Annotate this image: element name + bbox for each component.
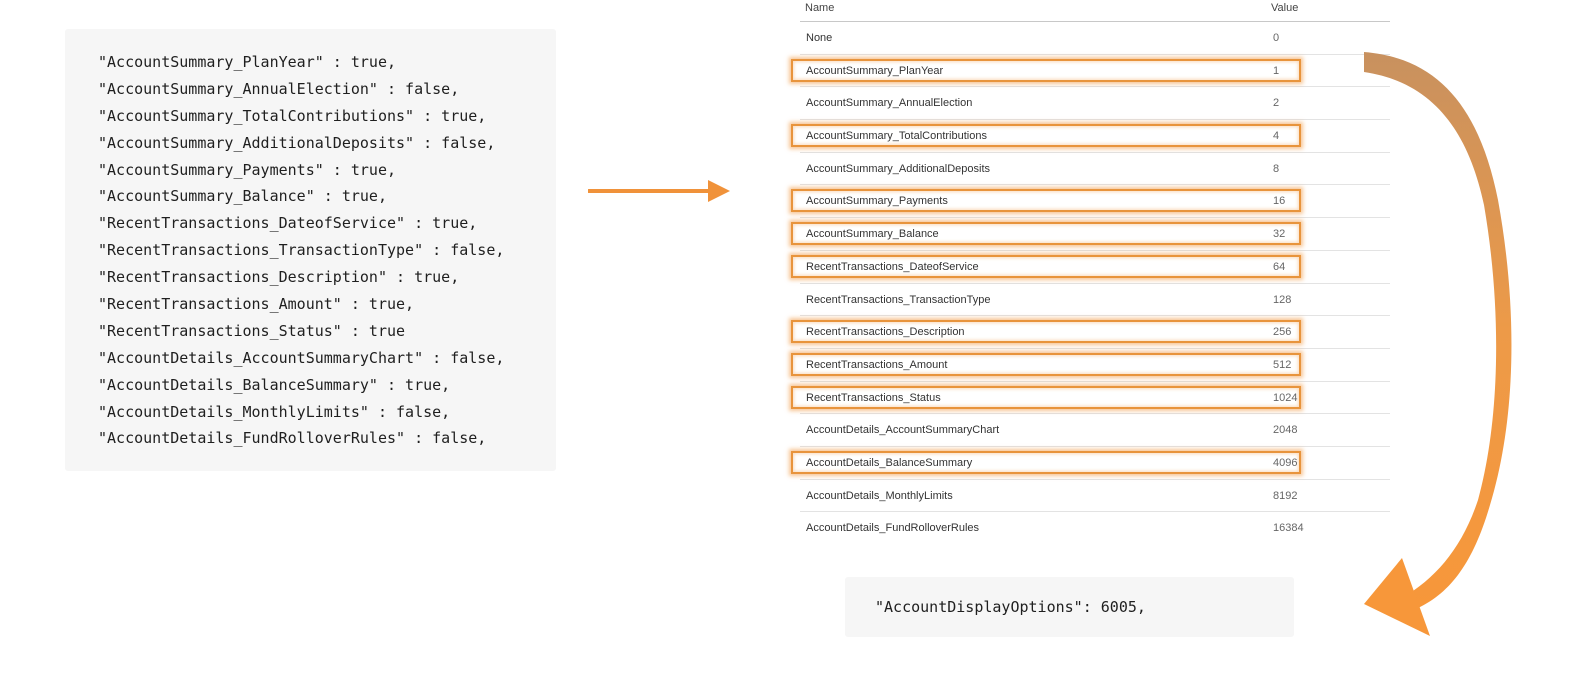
cell-flag-value: 512: [1273, 358, 1292, 371]
cell-flag-value: 32: [1273, 228, 1286, 241]
cell-flag-value: 2048: [1273, 424, 1298, 437]
table-row: AccountSummary_AdditionalDeposits 8: [800, 153, 1390, 186]
cell-flag-value: 8: [1273, 162, 1280, 175]
cell-flag-value: 2: [1273, 97, 1280, 110]
cell-flag-name: AccountSummary_Payments: [806, 195, 948, 208]
code-line: "AccountSummary_Balance" : true,: [98, 187, 387, 206]
table-row: AccountDetails_MonthlyLimits 8192: [800, 480, 1390, 513]
code-line: "AccountDetails_FundRolloverRules" : fal…: [98, 429, 487, 448]
table-row: None 0: [800, 22, 1390, 55]
table-row-highlighted: RecentTransactions_Amount 512: [791, 349, 1390, 382]
table-row: RecentTransactions_TransactionType 128: [800, 284, 1390, 317]
cell-flag-value: 4096: [1273, 456, 1298, 469]
code-line: "AccountDetails_MonthlyLimits" : false,: [98, 402, 451, 421]
cell-flag-name: RecentTransactions_Status: [806, 391, 941, 404]
code-line: "AccountSummary_TotalContributions" : tr…: [98, 106, 487, 125]
code-line: "RecentTransactions_Status" : true: [98, 321, 406, 340]
cell-flag-value: 128: [1273, 293, 1292, 306]
table-row: AccountDetails_AccountSummaryChart 2048: [800, 414, 1390, 447]
table-row-highlighted: RecentTransactions_DateofService 64: [791, 251, 1390, 284]
cell-flag-value: 8192: [1273, 489, 1298, 502]
cell-flag-value: 256: [1273, 326, 1292, 339]
cell-flag-value: 16: [1273, 195, 1286, 208]
table-row: AccountSummary_AnnualElection 2: [800, 87, 1390, 121]
column-header-name: Name: [805, 2, 835, 14]
code-line: "RecentTransactions_TransactionType" : f…: [98, 241, 505, 260]
arrow-right-icon: [588, 180, 730, 202]
code-line: "RecentTransactions_DateofService" : tru…: [98, 214, 478, 233]
cell-flag-name: AccountSummary_TotalContributions: [806, 130, 987, 143]
account-display-options-result: "AccountDisplayOptions": 6005,: [845, 577, 1294, 637]
code-line: "RecentTransactions_Description" : true,: [98, 268, 460, 287]
cell-flag-name: AccountSummary_AdditionalDeposits: [806, 162, 991, 175]
cell-flag-value: 1: [1273, 64, 1280, 77]
code-line: "AccountSummary_AnnualElection" : false,: [98, 79, 460, 98]
code-line: "AccountSummary_AdditionalDeposits" : fa…: [98, 133, 496, 152]
column-header-value: Value: [1271, 2, 1299, 14]
cell-flag-name: RecentTransactions_TransactionType: [806, 293, 991, 306]
table-row-highlighted: AccountSummary_Balance 32: [791, 218, 1390, 251]
code-line: "AccountSummary_PlanYear" : true,: [98, 53, 397, 71]
table-row-highlighted: AccountSummary_PlanYear 1: [791, 55, 1390, 88]
json-flags-code-block: "AccountSummary_PlanYear" : true, "Accoun…: [65, 29, 556, 471]
table-header: Name Value: [800, 0, 1390, 22]
code-line: "AccountSummary_Payments" : true,: [98, 160, 397, 179]
cell-flag-name: None: [806, 32, 833, 44]
cell-flag-name: RecentTransactions_DateofService: [806, 260, 979, 273]
cell-flag-value: 16384: [1273, 522, 1304, 535]
table-row-highlighted: AccountSummary_TotalContributions 4: [791, 120, 1390, 153]
cell-flag-name: AccountDetails_FundRolloverRules: [806, 522, 980, 535]
cell-flag-value: 0: [1273, 32, 1280, 44]
cell-flag-name: AccountSummary_AnnualElection: [806, 97, 973, 110]
cell-flag-name: AccountDetails_BalanceSummary: [806, 456, 973, 469]
table-row-highlighted: RecentTransactions_Status 1024: [791, 382, 1390, 415]
cell-flag-value: 4: [1273, 130, 1280, 143]
cell-flag-name: AccountSummary_PlanYear: [806, 64, 944, 77]
table-row: AccountDetails_FundRolloverRules 16384: [800, 512, 1390, 544]
code-line: "RecentTransactions_Amount" : true,: [98, 295, 415, 314]
table-row-highlighted: AccountSummary_Payments 16: [791, 185, 1390, 219]
table-row-highlighted: RecentTransactions_Description 256: [791, 316, 1390, 349]
cell-flag-name: AccountDetails_MonthlyLimits: [806, 489, 953, 502]
cell-flag-value: 1024: [1273, 391, 1298, 404]
cell-flag-name: RecentTransactions_Amount: [806, 358, 948, 371]
cell-flag-name: RecentTransactions_Description: [806, 326, 965, 339]
code-line: "AccountDetails_BalanceSummary" : true,: [98, 375, 451, 394]
cell-flag-name: AccountDetails_AccountSummaryChart: [806, 424, 1000, 437]
cell-flag-value: 64: [1273, 260, 1286, 273]
table-row-highlighted: AccountDetails_BalanceSummary 4096: [791, 447, 1390, 480]
cell-flag-name: AccountSummary_Balance: [806, 228, 939, 241]
code-line: "AccountDetails_AccountSummaryChart" : f…: [98, 348, 505, 367]
